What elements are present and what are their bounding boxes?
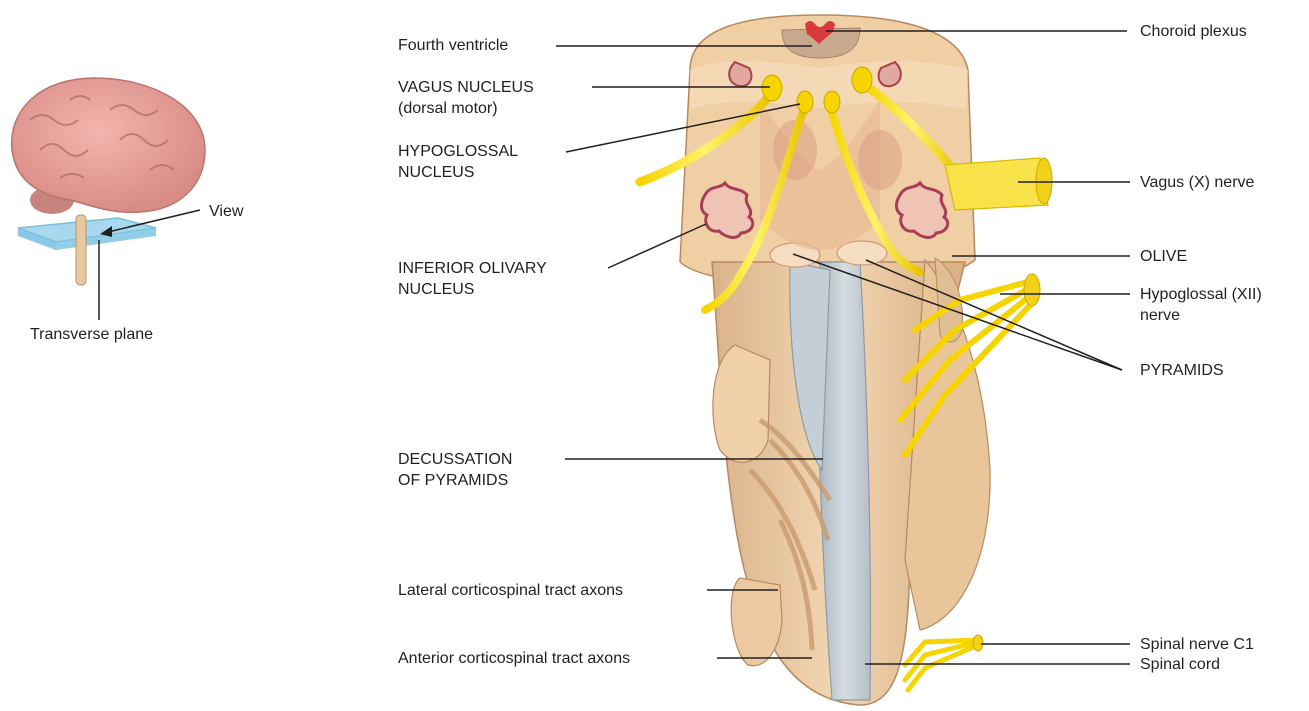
vagus-nerve-bundle: [945, 158, 1048, 210]
label-anterior-corticospinal-tract: Anterior corticospinal tract axons: [398, 648, 630, 669]
vagus-nerve-cut-end: [1036, 158, 1052, 204]
vagus-nucleus-left: [762, 75, 782, 101]
label-inferior-olivary-nucleus: INFERIOR OLIVARY NUCLEUS: [398, 258, 547, 300]
vagus-nucleus-right: [852, 67, 872, 93]
label-pyramids: PYRAMIDS: [1140, 360, 1224, 381]
label-transverse-plane: Transverse plane: [30, 324, 153, 345]
hypoglossal-nucleus-right: [824, 91, 840, 113]
label-spinal-nerve-c1: Spinal nerve C1: [1140, 634, 1254, 655]
hypoglossal-nerve-cut-end: [1024, 274, 1040, 306]
label-spinal-cord: Spinal cord: [1140, 654, 1220, 675]
label-vagus-nucleus: VAGUS NUCLEUS (dorsal motor): [398, 77, 534, 119]
inset-spinal-cord: [76, 215, 86, 285]
label-olive: OLIVE: [1140, 246, 1187, 267]
hypoglossal-nucleus-left: [797, 91, 813, 113]
label-decussation-of-pyramids: DECUSSATION OF PYRAMIDS: [398, 449, 512, 491]
left-lower-bulge: [731, 578, 782, 666]
label-lateral-corticospinal-tract: Lateral corticospinal tract axons: [398, 580, 623, 601]
spinal-nerve-c1-end: [973, 635, 983, 651]
label-hypoglossal-nucleus: HYPOGLOSSAL NUCLEUS: [398, 141, 518, 183]
left-lateral-bulge: [713, 345, 770, 462]
reticular-area-right: [858, 130, 902, 190]
label-hypoglossal-nerve: Hypoglossal (XII) nerve: [1140, 284, 1262, 326]
label-fourth-ventricle: Fourth ventricle: [398, 35, 508, 56]
medulla-illustration: [640, 15, 1052, 705]
brain-inset-illustration: [12, 78, 205, 285]
label-vagus-nerve: Vagus (X) nerve: [1140, 172, 1254, 193]
label-choroid-plexus: Choroid plexus: [1140, 21, 1247, 42]
spinal-nerve-c1-rootlets: [905, 640, 978, 690]
label-view: View: [209, 201, 243, 222]
